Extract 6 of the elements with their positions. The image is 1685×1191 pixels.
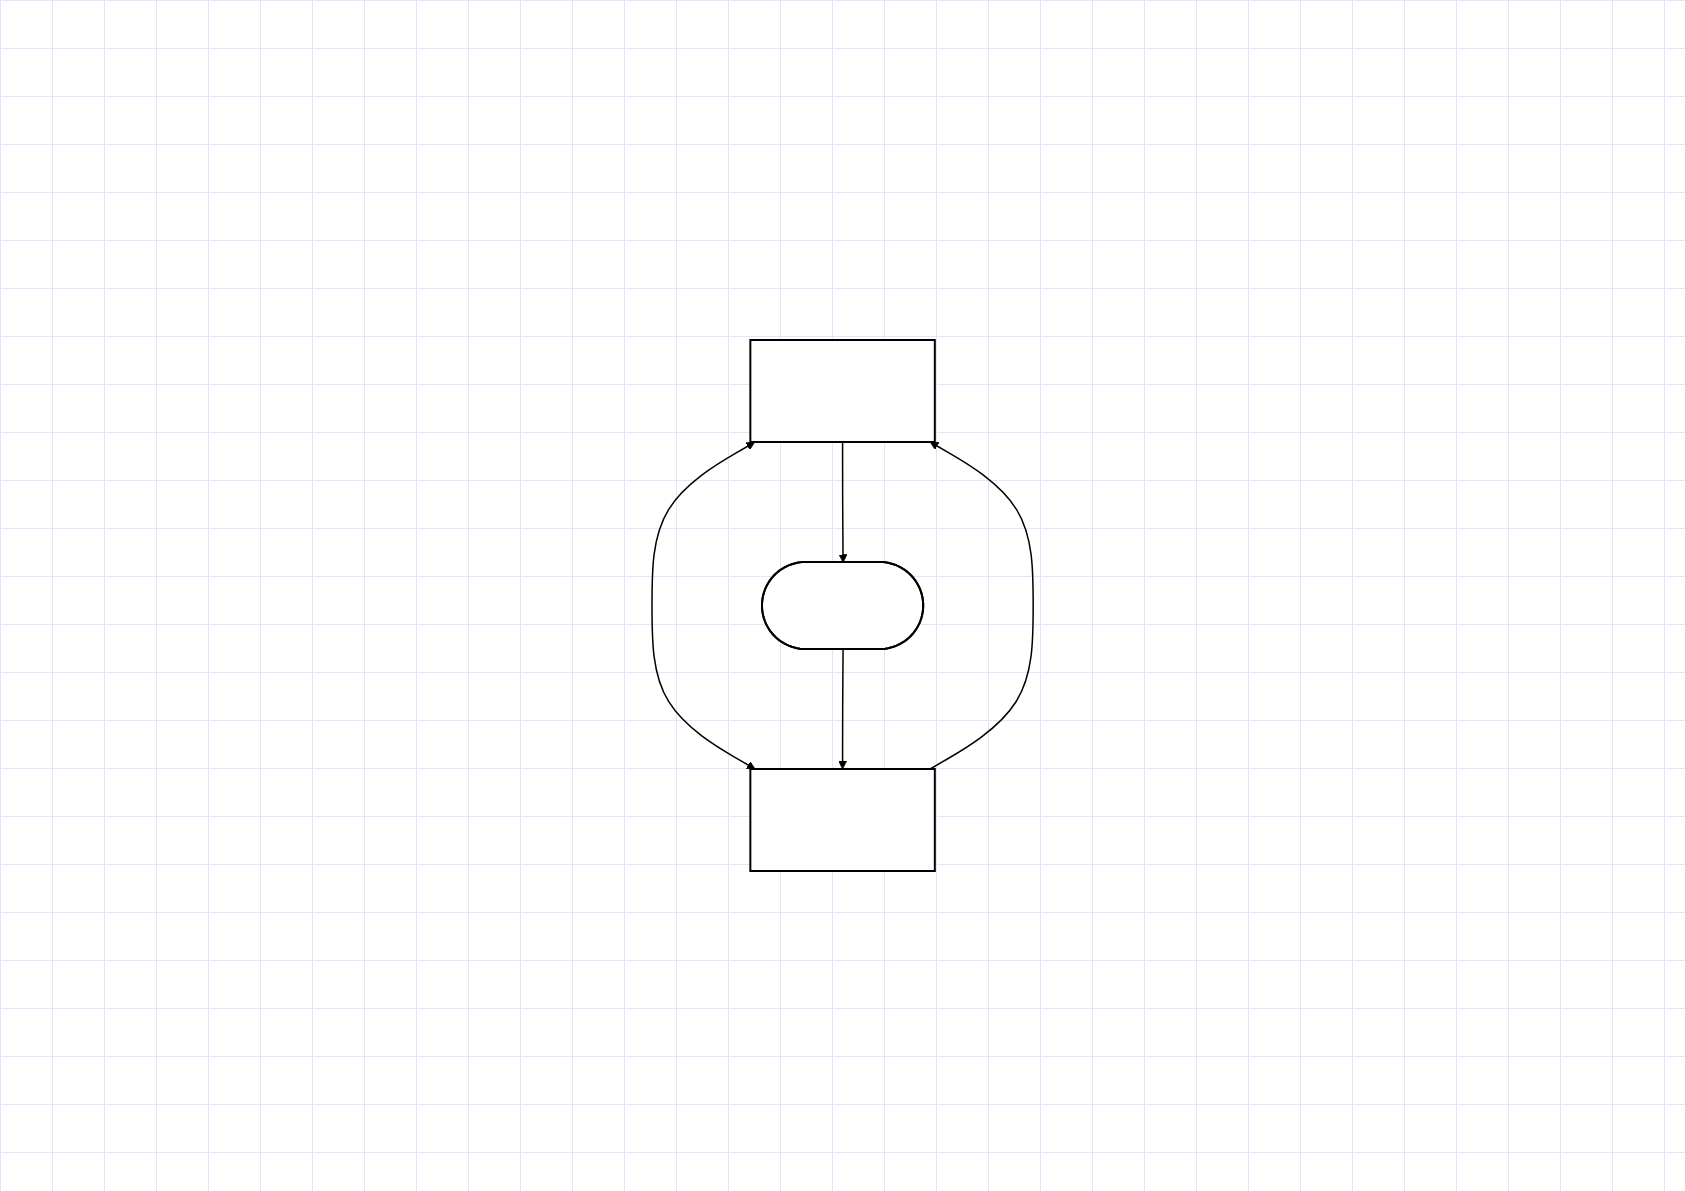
node-box [749,339,936,443]
arrow [838,648,847,770]
node-box [749,768,936,872]
arrow [838,441,848,563]
arrow [929,441,1034,770]
arrow [651,441,756,770]
